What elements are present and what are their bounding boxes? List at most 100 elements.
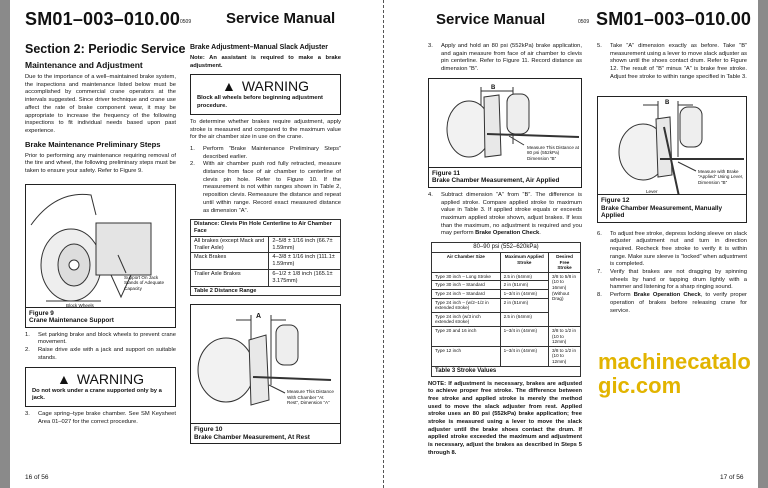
manual-title: Service Manual — [226, 10, 336, 27]
table-caption: Table 2 Distance Range — [190, 285, 341, 297]
measure-label: Measure with Brake “Applied” Using Lever… — [698, 168, 744, 185]
cell-free-stroke: 3/8 to 1/2 in (10 to 12mm) — [548, 345, 581, 367]
step-text: Perform “Brake Maintenance Preliminary S… — [203, 145, 341, 160]
cell-range: 6–1/2 ± 1/8 inch (165.1± 3.175mm) — [268, 269, 341, 287]
figure-10: A Measure This Distance With Chamber “At… — [190, 304, 341, 445]
brake-operation-check-ref: Brake Operation Check — [475, 230, 540, 237]
section-heading: Section 2: Periodic Service — [25, 42, 186, 56]
step-number: 2. — [190, 161, 195, 168]
warning-title: WARNING — [241, 78, 309, 95]
dimension-label: A — [256, 313, 262, 321]
brake-operation-check-ref: Brake Operation Check — [633, 292, 701, 299]
list-item: 3. Apply and hold an 80 psi (552kPa) brak… — [428, 43, 582, 74]
step-text: Raise drive axle with a jack and support… — [38, 347, 176, 361]
warning-message: Block all wheels before beginning adjust… — [197, 95, 323, 110]
list-item: 1. Set parking brake and block wheels to … — [25, 332, 176, 347]
prelim-paragraph: Prior to performing any maintenance requ… — [25, 152, 176, 175]
measure-label: Measure This Distance With Chamber “At R… — [287, 389, 334, 406]
table-row: Type 24 inch (w/3 inch extended stroke)2… — [431, 311, 581, 327]
step-text: Cage spring–type brake chamber. See SM K… — [38, 410, 176, 425]
note-paragraph: NOTE: If adjustment is necessary, brakes… — [428, 380, 582, 456]
list-item: 2. Raise drive axle with a jack and suppo… — [25, 347, 176, 362]
page-divider — [383, 0, 384, 488]
prelim-steps: 1. Set parking brake and block wheels to … — [25, 332, 176, 363]
step-5: 5.Take “A” dimension exactly as before. … — [597, 43, 747, 82]
figure-title: Brake Chamber Measurement, Air Applied — [432, 177, 560, 185]
cell-brake: Mack Brakes — [189, 252, 270, 271]
step-text: With air chamber push rod fully retracte… — [203, 161, 341, 214]
cell-size: Type 20 and 16 inch — [431, 325, 501, 347]
right-page: Service Manual 0509 SM01–003–010.00 3.Ap… — [384, 0, 758, 488]
cell-size: Type 24 inch – (w/2–1/2 in extended stro… — [431, 297, 501, 313]
maint-heading: Maintenance and Adjustment — [25, 60, 143, 70]
table-caption: Table 3 Stroke Values — [431, 365, 581, 377]
step-text-end: . — [539, 230, 541, 237]
step-number: 3. — [428, 43, 433, 49]
step-text: Perform — [610, 292, 634, 299]
prelim-heading: Brake Maintenance Preliminary Steps — [25, 139, 161, 149]
brake-chamber-illustration — [197, 315, 332, 407]
cell-brake: Trailer Axle Brakes — [189, 269, 270, 287]
warning-box: ▲WARNING Block all wheels before beginni… — [190, 74, 341, 115]
right-page-column-2: 5.Take “A” dimension exactly as before. … — [597, 43, 747, 315]
figure-12: B Measure with Brake “Applied” Using Lev… — [597, 95, 747, 223]
step-text: Subtract dimension “A” from “B”. The dif… — [441, 191, 582, 237]
step-number: 1. — [25, 331, 30, 338]
warning-triangle-icon: ▲ — [56, 370, 71, 387]
watermark: machinecatalogic.com — [598, 349, 751, 398]
cell-size: Type 30 inch – Standard — [431, 280, 501, 290]
table-pressure-header: 80–90 psi (552–620kPa) — [431, 242, 581, 254]
page-number: 16 of 56 — [25, 474, 49, 481]
step-3: 3.Cage spring–type brake chamber. See SM… — [25, 411, 176, 426]
warning-message: Do not work under a crane supported only… — [32, 387, 162, 402]
step-number: 6. — [597, 230, 602, 237]
step-4: 4.Subtract dimension “A” from “B”. The d… — [428, 192, 582, 238]
warning-box: ▲ WARNING Do not work under a crane suppo… — [25, 366, 176, 407]
note: Note: An assistant is required to make a… — [190, 55, 341, 69]
column-header: Air Chamber Size — [431, 252, 501, 273]
list-item: 8.Perform Brake Operation Check, to veri… — [597, 292, 747, 315]
doc-number: SM01–003–010.00 — [596, 9, 752, 29]
cell-size: Type 30 inch – Long Stroke — [431, 271, 501, 282]
step-text: Set parking brake and block wheels to pr… — [38, 331, 176, 346]
adjustment-heading: Brake Adjustment–Manual Slack Adjuster — [190, 44, 328, 51]
cell-range: 2–5/8 ± 1/16 inch (66.7± 1.59mm) — [268, 235, 341, 254]
cell-max: 2 in (51mm) — [499, 280, 550, 290]
cell-size: Type 12 inch — [431, 345, 501, 367]
brake-chamber-lever-illustration — [618, 100, 744, 201]
dimension-label: B — [665, 99, 670, 106]
step-number: 1. — [190, 145, 195, 152]
list-item: 5.Take “A” dimension exactly as before. … — [597, 43, 747, 82]
list-item: 2. With air chamber push rod fully retrac… — [190, 161, 341, 215]
cell-free-stroke: 3/8 to 5/8 in (10 to 16mm) (Without Drag… — [548, 271, 581, 327]
figure-number: Figure 11 — [432, 169, 461, 177]
cell-brake: All brakes (except Mack and Trailer Axle… — [189, 235, 270, 254]
warning-title: WARNING — [76, 370, 144, 387]
cell-range: 4–3/8 ± 1/16 inch (111.1± 1.59mm) — [268, 252, 341, 271]
measure-label: Measure This Distance at 80 psi (552kPa)… — [527, 144, 580, 161]
table-2-distance-range: Distance: Clevis Pin Hole Centerline to … — [189, 219, 341, 297]
step-3: 3. Apply and hold an 80 psi (552kPa) brak… — [428, 43, 582, 74]
step-text: Apply and hold an 80 psi (552kPa) brake … — [441, 43, 582, 73]
adjustment-steps: 1. Perform “Brake Maintenance Preliminary… — [190, 146, 341, 215]
column-header: Maximum Applied Stroke — [499, 252, 550, 273]
step-number: 2. — [25, 347, 30, 354]
manual-title: Service Manual — [436, 11, 546, 28]
adjustment-paragraph: To determine whether brakes require adju… — [190, 118, 341, 141]
left-page-column-2: Brake Adjustment–Manual Slack Adjuster N… — [189, 44, 341, 445]
figure-number: Figure 9 — [29, 309, 54, 317]
lever-label: Lever — [646, 188, 658, 194]
figure-11: B Measure This Distance at 80 psi (552kP… — [428, 77, 582, 188]
label-jack-stands: Support On Jack Stands of Adequate Capac… — [124, 274, 165, 291]
dimension-label: B — [491, 84, 496, 91]
table-header: Distance: Clevis Pin Hole Centerline to … — [190, 219, 341, 237]
table-row: Type 24 inch – (w/2–1/2 in extended stro… — [431, 297, 581, 313]
maint-paragraph: Due to the importance of a well–maintain… — [25, 74, 176, 134]
column-header: Desired Free Stroke — [548, 252, 581, 273]
